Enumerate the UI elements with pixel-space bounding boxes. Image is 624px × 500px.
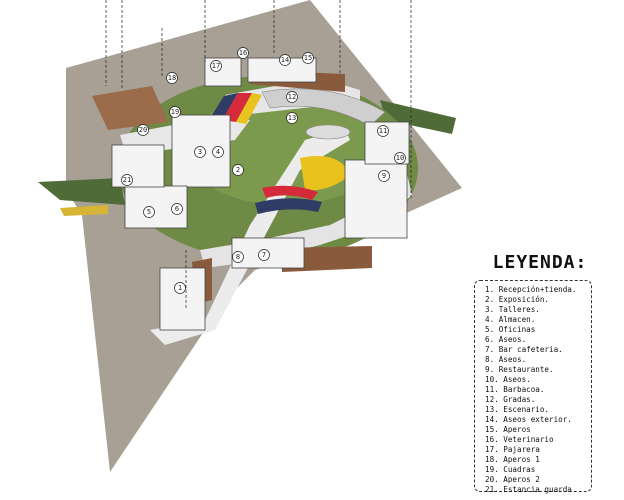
legend-item: 14. Aseos exterior. <box>485 415 572 424</box>
svg-text:1: 1 <box>178 284 182 292</box>
callout-10: 10 <box>394 152 406 164</box>
legend-list: 1. Recepción+tienda. 2. Exposición. 3. T… <box>485 285 591 495</box>
svg-text:8: 8 <box>236 253 240 261</box>
callout-17: 17 <box>210 60 222 72</box>
legend-item: 2. Exposición. <box>485 295 550 304</box>
svg-text:16: 16 <box>239 49 247 57</box>
svg-text:6: 6 <box>175 205 179 213</box>
terrain-strip-yellow <box>60 205 108 216</box>
callouts: 1 2 3 4 5 6 7 8 9 10 11 12 13 14 15 16 1… <box>121 47 406 294</box>
svg-text:4: 4 <box>216 148 220 156</box>
callout-6: 6 <box>171 203 183 215</box>
svg-text:18: 18 <box>168 74 176 82</box>
callout-9: 9 <box>378 170 390 182</box>
callout-3: 3 <box>194 146 206 158</box>
legend-title: LEYENDA: <box>492 252 588 273</box>
terrain-strip-right <box>380 100 456 134</box>
svg-text:15: 15 <box>304 54 312 62</box>
legend-item: 10. Aseos. <box>485 375 531 384</box>
legend-item: 7. Bar cafeteria. <box>485 345 563 354</box>
walkway-main <box>150 128 350 345</box>
svg-text:14: 14 <box>281 56 289 64</box>
callout-8: 8 <box>232 251 244 263</box>
legend-item: 21. Estancia guarda <box>485 485 572 494</box>
legend-item: 11. Barbacoa. <box>485 385 545 394</box>
legend-item: 6. Aseos. <box>485 335 527 344</box>
callout-11: 11 <box>377 125 389 137</box>
building-restaurante <box>344 159 408 239</box>
legend-item: 9. Restaurante. <box>485 365 554 374</box>
legend-item: 1. Recepción+tienda. <box>485 285 577 294</box>
callout-15: 15 <box>302 52 314 64</box>
svg-text:10: 10 <box>396 154 404 162</box>
legend-item: 3. Talleres. <box>485 305 540 314</box>
building-aseos-west <box>111 144 165 188</box>
legend-item: 19. Cuadras <box>485 465 536 474</box>
callout-19: 19 <box>169 106 181 118</box>
svg-text:7: 7 <box>262 251 266 259</box>
callout-5: 5 <box>143 206 155 218</box>
legend-item: 13. Escenario. <box>485 405 550 414</box>
legend-item: 20. Aperos 2 <box>485 475 540 484</box>
svg-text:2: 2 <box>236 166 240 174</box>
callout-4: 4 <box>212 146 224 158</box>
svg-text:3: 3 <box>198 148 202 156</box>
legend-item: 17. Pajarera <box>485 445 540 454</box>
seating-yellow-south <box>300 156 350 191</box>
seating-navy-north <box>210 93 238 120</box>
legend-item: 8. Aseos. <box>485 355 527 364</box>
legend-item: 5. Oficinas <box>485 325 536 334</box>
callout-14: 14 <box>279 54 291 66</box>
leader-lines <box>105 0 412 310</box>
legend-item: 18. Aperos 1 <box>485 455 540 464</box>
svg-text:20: 20 <box>139 126 147 134</box>
legend-item: 12. Gradas. <box>485 395 536 404</box>
legend-item: 15. Aperos <box>485 425 531 434</box>
callout-1: 1 <box>174 282 186 294</box>
svg-text:17: 17 <box>212 62 220 70</box>
callout-16: 16 <box>237 47 249 59</box>
legend-item: 4. Almacen. <box>485 315 536 324</box>
svg-text:5: 5 <box>147 208 151 216</box>
callout-21: 21 <box>121 174 133 186</box>
callout-2: 2 <box>232 164 244 176</box>
svg-text:11: 11 <box>379 127 387 135</box>
svg-text:19: 19 <box>171 108 179 116</box>
wall-stables-west <box>92 86 168 130</box>
seating-yellow-north <box>236 93 262 124</box>
stage-disc <box>305 124 351 140</box>
legend-item: 16. Veterinario <box>485 435 554 444</box>
callout-13: 13 <box>286 112 298 124</box>
building-veterinario <box>204 57 242 87</box>
callout-20: 20 <box>137 124 149 136</box>
callout-12: 12 <box>286 91 298 103</box>
svg-text:9: 9 <box>382 172 386 180</box>
building-recepcion <box>159 267 206 331</box>
terrain-strip-left <box>38 178 125 205</box>
svg-text:12: 12 <box>288 93 296 101</box>
svg-text:13: 13 <box>288 114 296 122</box>
seating-red-south <box>262 185 318 200</box>
legend-box: 1. Recepción+tienda. 2. Exposición. 3. T… <box>474 280 592 495</box>
callout-7: 7 <box>258 249 270 261</box>
callout-18: 18 <box>166 72 178 84</box>
seating-navy-south <box>255 198 322 214</box>
svg-text:21: 21 <box>123 176 131 184</box>
